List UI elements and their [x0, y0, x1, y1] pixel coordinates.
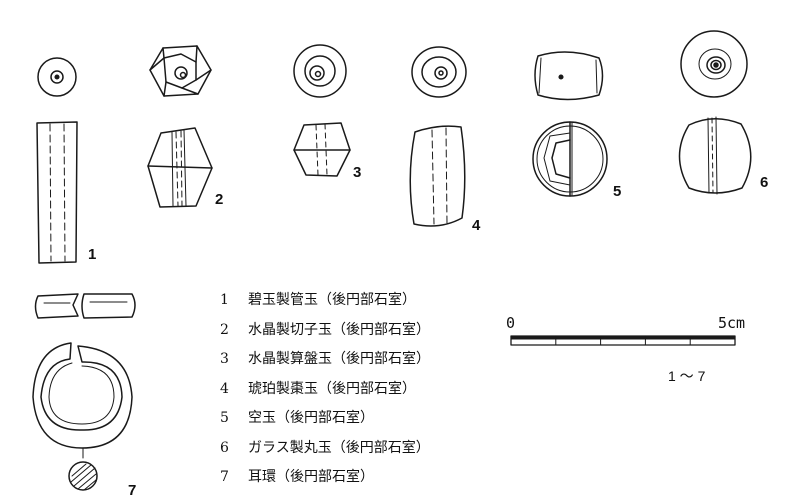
drawing-2-faceted-bead: [147, 45, 213, 208]
legend-num-4: 4: [220, 380, 229, 397]
drawing-5-hollow-bead: [532, 51, 608, 197]
legend-num-3: 3: [220, 351, 229, 367]
legend-row-5: 5 空玉（後円部石室）: [214, 404, 484, 434]
legend: 1 碧玉製管玉（後円部石室） 2 水晶製切子玉（後円部石室） 3 水晶製算盤玉（後円部…: [214, 286, 484, 493]
scale-end-label: 5cm: [718, 314, 746, 332]
legend-num-2: 2: [220, 321, 229, 338]
figure-number-2: 2: [215, 191, 224, 208]
drawing-6-glass-bead: [678, 30, 752, 195]
legend-text-6: ガラス製丸玉（後円部石室）: [248, 439, 430, 456]
legend-text-1: 碧玉製管玉（後円部石室）: [248, 292, 416, 308]
scale-start-label: 0: [506, 314, 516, 332]
scale-bar: [510, 335, 736, 346]
drawing-3-abacus-bead: [293, 44, 351, 177]
legend-row-7: 7 耳環（後円部石室）: [214, 463, 484, 493]
legend-text-3: 水晶製算盤玉（後円部石室）: [248, 351, 430, 367]
legend-row-6: 6 ガラス製丸玉（後円部石室）: [214, 434, 484, 464]
figure-number-7: 7: [128, 482, 137, 499]
legend-num-6: 6: [220, 439, 229, 456]
legend-row-1: 1 碧玉製管玉（後円部石室）: [214, 286, 484, 316]
legend-num-7: 7: [220, 469, 229, 485]
figure-number-3: 3: [353, 164, 362, 181]
legend-text-5: 空玉（後円部石室）: [248, 410, 374, 426]
legend-row-4: 4 琥珀製棗玉（後円部石室）: [214, 375, 484, 405]
legend-num-5: 5: [220, 410, 229, 426]
legend-num-1: 1: [220, 292, 229, 308]
drawing-4-jujube-bead: [409, 46, 467, 227]
legend-row-3: 3 水晶製算盤玉（後円部石室）: [214, 345, 484, 375]
drawing-1-tube-bead: [36, 57, 78, 264]
scale-range-label: 1 〜 7: [668, 368, 706, 384]
legend-text-7: 耳環（後円部石室）: [248, 469, 374, 485]
legend-text-4: 琥珀製棗玉（後円部石室）: [248, 380, 416, 397]
legend-text-2: 水晶製切子玉（後円部石室）: [248, 321, 430, 338]
legend-row-2: 2 水晶製切子玉（後円部石室）: [214, 316, 484, 346]
figure-number-6: 6: [760, 174, 769, 191]
figure-number-1: 1: [88, 246, 97, 263]
figure-number-5: 5: [613, 183, 622, 200]
drawing-7-earring: [32, 293, 136, 491]
figure-number-4: 4: [472, 217, 481, 234]
